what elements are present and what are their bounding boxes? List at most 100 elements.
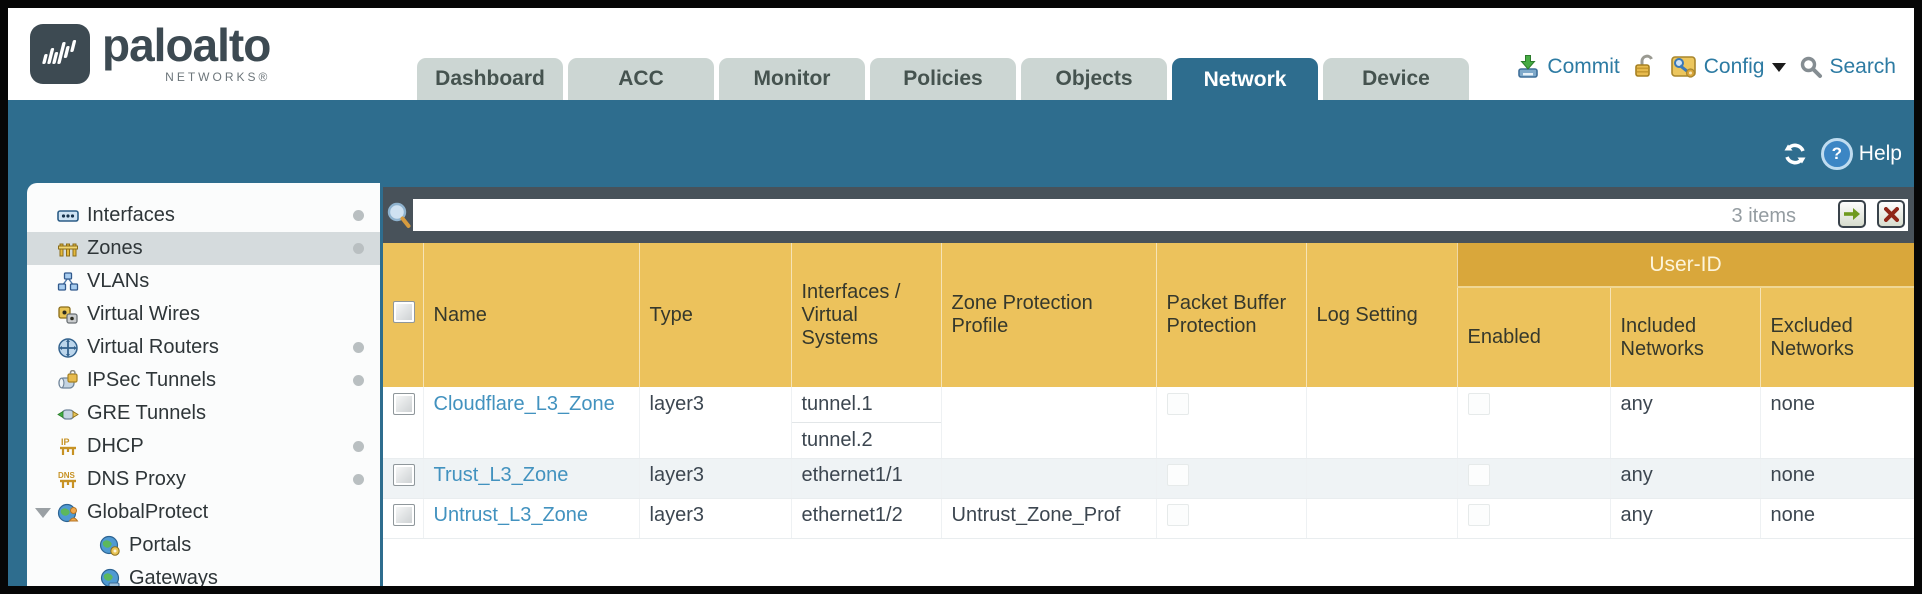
sidebar-item-virtual-routers[interactable]: Virtual Routers xyxy=(27,331,380,364)
table-row: Cloudflare_L3_Zone layer3 tunnel.1 tunne… xyxy=(383,387,1914,459)
search-label: Search xyxy=(1829,55,1896,78)
enabled-checkbox[interactable] xyxy=(1467,464,1490,486)
commit-button[interactable]: Commit xyxy=(1515,54,1620,80)
search-button[interactable]: Search xyxy=(1799,55,1896,79)
tab-objects[interactable]: Objects xyxy=(1021,58,1167,100)
tab-monitor[interactable]: Monitor xyxy=(719,58,865,100)
sidebar-item-ipsec-tunnels[interactable]: IPSec Tunnels xyxy=(27,364,380,397)
cell-packet-buffer-protection xyxy=(1156,387,1307,459)
apply-filter-button[interactable] xyxy=(1838,200,1866,228)
sidebar-item-portals[interactable]: Portals xyxy=(27,529,380,562)
cell-select xyxy=(383,387,424,459)
zone-name-link[interactable]: Untrust_L3_Zone xyxy=(433,504,589,526)
table-row: Trust_L3_Zone layer3 ethernet1/1 any non… xyxy=(383,458,1914,499)
cell-interfaces: tunnel.1 tunnel.2 xyxy=(791,387,942,459)
sidebar-item-dhcp[interactable]: IP DHCP xyxy=(27,430,380,463)
lock-icon[interactable] xyxy=(1633,54,1657,80)
cell-interfaces: ethernet1/2 xyxy=(791,498,942,539)
column-header-enabled[interactable]: Enabled xyxy=(1457,287,1611,387)
virtual-wires-icon xyxy=(57,304,79,326)
column-header-interfaces[interactable]: Interfaces / Virtual Systems xyxy=(791,243,942,387)
expander-icon[interactable] xyxy=(35,508,51,518)
column-header-log-setting[interactable]: Log Setting xyxy=(1306,243,1458,387)
select-all-checkbox[interactable] xyxy=(393,301,415,323)
status-dot xyxy=(353,243,364,254)
cell-zone-protection-profile xyxy=(941,387,1157,459)
interface-entry: tunnel.2 xyxy=(801,429,873,451)
enabled-checkbox[interactable] xyxy=(1467,393,1490,415)
row-checkbox[interactable] xyxy=(393,393,415,415)
sidebar-item-interfaces[interactable]: Interfaces xyxy=(27,199,380,232)
column-header-name[interactable]: Name xyxy=(423,243,640,387)
column-header-excluded-networks[interactable]: Excluded Networks xyxy=(1760,287,1914,387)
config-menu[interactable]: Config xyxy=(1670,54,1787,80)
zones-table: Name Type Interfaces / Virtual Systems Z… xyxy=(383,243,1914,539)
row-checkbox[interactable] xyxy=(393,504,415,526)
tab-dashboard[interactable]: Dashboard xyxy=(417,58,563,100)
packet-buffer-checkbox[interactable] xyxy=(1166,504,1189,526)
tab-acc[interactable]: ACC xyxy=(568,58,714,100)
brand-name: paloalto xyxy=(102,19,271,71)
column-header-included-networks[interactable]: Included Networks xyxy=(1610,287,1761,387)
gateways-icon xyxy=(99,568,121,586)
network-sidebar: Interfaces Zones VLANs Vir xyxy=(27,183,380,586)
column-header-packet-buffer-protection[interactable]: Packet Buffer Protection xyxy=(1156,243,1307,387)
table-row: Untrust_L3_Zone layer3 ethernet1/2 Untru… xyxy=(383,498,1914,539)
header-select-all xyxy=(383,243,424,387)
brand-tagline: NETWORKS® xyxy=(165,70,271,84)
cell-name: Cloudflare_L3_Zone xyxy=(423,387,640,459)
cell-enabled xyxy=(1457,387,1611,459)
globalprotect-icon xyxy=(57,502,79,524)
sub-header-band: ? Help xyxy=(8,100,1914,188)
status-dot xyxy=(353,441,364,452)
help-icon: ? xyxy=(1820,138,1853,170)
ipsec-tunnels-icon xyxy=(57,369,79,392)
help-button[interactable]: ? Help xyxy=(1820,138,1902,170)
cell-excluded-networks: none xyxy=(1760,387,1914,459)
top-bar: paloalto NETWORKS® Dashboard ACC Monitor… xyxy=(8,8,1914,110)
cell-select xyxy=(383,458,424,499)
packet-buffer-checkbox[interactable] xyxy=(1166,393,1189,415)
cell-included-networks: any xyxy=(1610,498,1761,539)
dhcp-icon: IP xyxy=(57,436,79,458)
tab-network[interactable]: Network xyxy=(1172,58,1318,110)
refresh-icon[interactable] xyxy=(1781,140,1809,168)
cell-log-setting xyxy=(1306,387,1458,459)
status-dot xyxy=(353,375,364,386)
chevron-down-icon xyxy=(1772,62,1787,72)
clear-filter-button[interactable] xyxy=(1877,200,1905,228)
tab-device[interactable]: Device xyxy=(1323,58,1469,100)
filter-input[interactable] xyxy=(413,199,1908,231)
items-count: 3 items xyxy=(1731,205,1796,227)
config-label: Config xyxy=(1703,55,1765,78)
column-header-type[interactable]: Type xyxy=(639,243,792,387)
sidebar-item-vlans[interactable]: VLANs xyxy=(27,265,380,298)
zone-name-link[interactable]: Cloudflare_L3_Zone xyxy=(433,393,615,415)
cell-type: layer3 xyxy=(639,458,792,499)
row-checkbox[interactable] xyxy=(393,464,415,486)
sidebar-item-zones[interactable]: Zones xyxy=(27,232,380,265)
band-actions: ? Help xyxy=(1781,138,1902,170)
sidebar-item-gateways[interactable]: Gateways xyxy=(27,562,380,586)
cell-type: layer3 xyxy=(639,498,792,539)
column-header-zone-protection-profile[interactable]: Zone Protection Profile xyxy=(941,243,1157,387)
cell-included-networks: any xyxy=(1610,387,1761,459)
status-dot xyxy=(353,210,364,221)
portals-icon xyxy=(99,535,121,557)
packet-buffer-checkbox[interactable] xyxy=(1166,464,1189,486)
sidebar-item-dns-proxy[interactable]: DNS DNS Proxy xyxy=(27,463,380,496)
gre-tunnels-icon xyxy=(57,403,79,425)
help-label: Help xyxy=(1858,142,1902,165)
cell-name: Trust_L3_Zone xyxy=(423,458,640,499)
enabled-checkbox[interactable] xyxy=(1467,504,1490,526)
sidebar-list: Interfaces Zones VLANs Vir xyxy=(27,183,380,586)
tab-policies[interactable]: Policies xyxy=(870,58,1016,100)
cell-enabled xyxy=(1457,458,1611,499)
sidebar-item-globalprotect[interactable]: GlobalProtect xyxy=(27,496,380,529)
sidebar-item-gre-tunnels[interactable]: GRE Tunnels xyxy=(27,397,380,430)
cell-enabled xyxy=(1457,498,1611,539)
sidebar-item-virtual-wires[interactable]: Virtual Wires xyxy=(27,298,380,331)
cell-packet-buffer-protection xyxy=(1156,498,1307,539)
zone-name-link[interactable]: Trust_L3_Zone xyxy=(433,464,569,486)
